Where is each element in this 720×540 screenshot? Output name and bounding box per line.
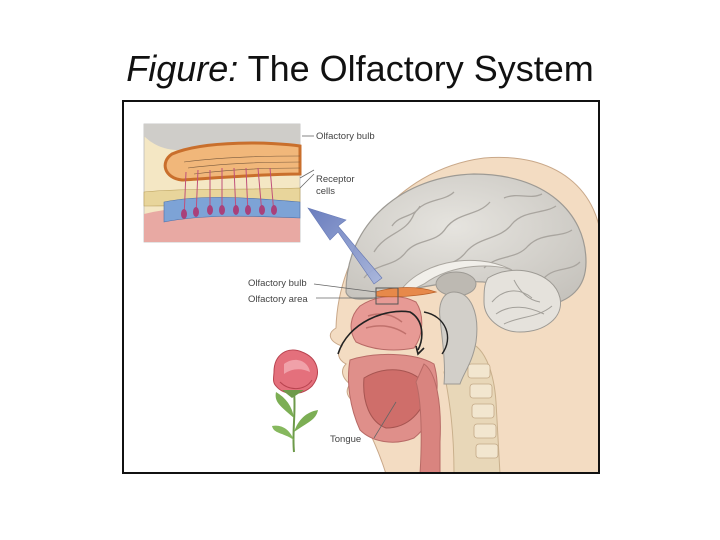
nasal-turbinates (365, 313, 407, 335)
label-main-olfactory-bulb: Olfactory bulb (248, 278, 307, 289)
figure-title: Figure: The Olfactory System (0, 48, 720, 90)
figure-frame: Olfactory bulb Receptor cells Olfactory … (122, 100, 600, 474)
brainstem (439, 291, 478, 385)
olfactory-area-box (375, 287, 399, 305)
airflow-arrow-lower (423, 311, 449, 355)
receptor-inset (143, 123, 302, 243)
label-receptor: Receptor (316, 174, 355, 185)
leader-lines (299, 135, 397, 439)
inset-receptor-layer (163, 197, 301, 223)
zoom-arrow (307, 207, 383, 285)
airflow-arrowhead (415, 345, 425, 356)
airflow-arrow (337, 310, 423, 355)
throat (415, 363, 441, 472)
tongue-shape (363, 369, 429, 429)
label-olfactory-area: Olfactory area (248, 294, 308, 305)
corpus-callosum (394, 259, 513, 300)
title-text: The Olfactory System (247, 48, 594, 89)
rose-flower (272, 349, 318, 453)
inset-bulb (163, 141, 302, 182)
label-inset-olfactory-bulb: Olfactory bulb (316, 131, 375, 142)
label-tongue: Tongue (330, 434, 361, 445)
cerebellum (483, 269, 561, 333)
vertebrae (467, 363, 499, 459)
label-cells: cells (316, 186, 335, 197)
title-lead: Figure: (126, 48, 239, 89)
olfactory-illustration: Olfactory bulb Receptor cells Olfactory … (143, 123, 598, 472)
